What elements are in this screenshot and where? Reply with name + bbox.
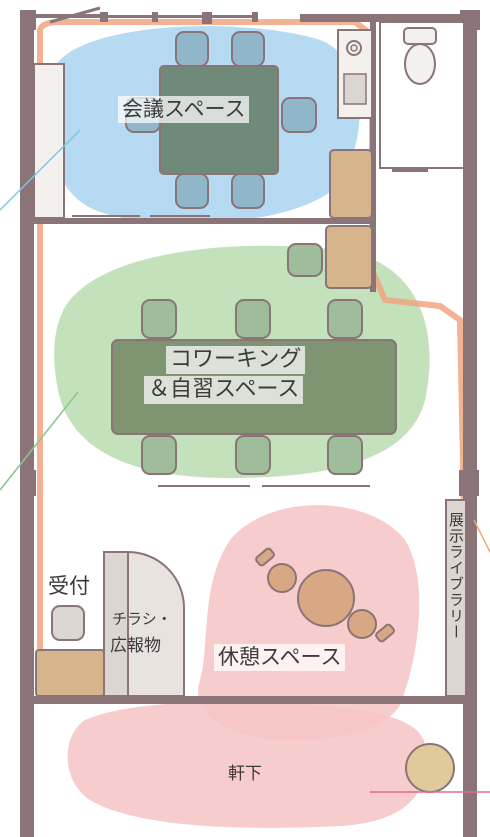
eaves-zone: [67, 701, 427, 828]
reception-chair: [51, 605, 85, 641]
lounge-zone: [198, 505, 420, 741]
coworking-label-line2: ＆自習スペース: [144, 376, 304, 405]
flyer-rack: [103, 550, 185, 697]
library-shelf: [445, 499, 467, 697]
kitchenette: [337, 29, 373, 119]
window-studs: [49, 6, 258, 24]
flyers-label-line2: 広報物: [110, 636, 161, 656]
reception-label: 受付: [48, 574, 90, 598]
door-lines: [72, 215, 370, 701]
eaves-label: 軒下: [228, 764, 262, 784]
meeting-space-label: 会議スペース: [118, 96, 250, 124]
lounge-label: 休憩スペース: [214, 644, 346, 672]
toilet: [379, 21, 465, 169]
external-lines: [0, 129, 490, 793]
cabinets: [33, 63, 373, 697]
coworking-chairs: [141, 243, 363, 475]
lounge-furniture: [255, 547, 395, 643]
flyers-label-line1: チラシ・: [112, 610, 172, 628]
eaves-stool: [405, 743, 455, 793]
coworking-label-line1: コワーキング: [166, 346, 306, 375]
library-label: 展示ライブラリー: [447, 512, 465, 640]
